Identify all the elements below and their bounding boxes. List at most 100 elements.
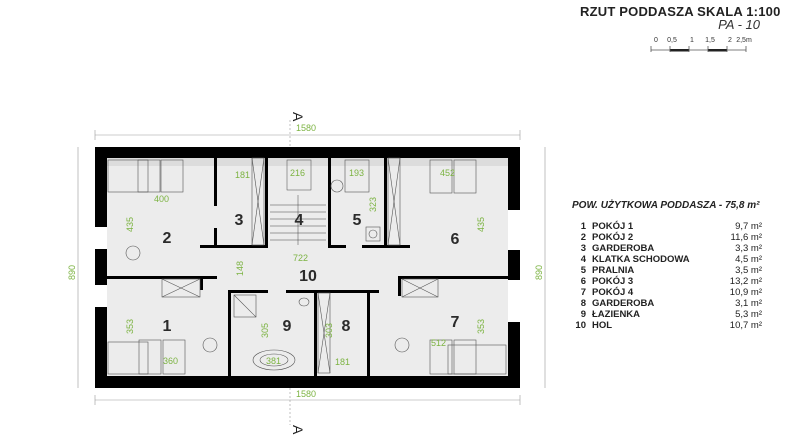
legend-room-name: POKÓJ 1 <box>592 221 634 232</box>
dimension-room6-width: 452 <box>440 168 455 178</box>
furniture <box>107 157 507 375</box>
plan-mark <box>160 159 184 193</box>
room-number-5: 5 <box>353 212 362 229</box>
legend-room-no: 6 <box>580 276 586 287</box>
legend-room-area: 4,5 m² <box>735 254 762 265</box>
plan-mark <box>125 245 141 261</box>
room-number-2: 2 <box>163 230 172 247</box>
plan-mark <box>344 159 370 193</box>
dimension-hall-depth: 148 <box>235 261 245 276</box>
dimension-bottom: 1580 <box>296 389 316 399</box>
legend-room-no: 10 <box>575 320 586 331</box>
plan-mark <box>398 276 401 296</box>
dimension-room7-depth: 353 <box>476 319 486 334</box>
plan-mark <box>429 159 453 194</box>
legend-room-area: 10,9 m² <box>729 287 762 298</box>
dimension-room1-width: 360 <box>163 356 178 366</box>
legend-room-name: POKÓJ 4 <box>592 287 634 298</box>
legend-room-no: 5 <box>580 265 586 276</box>
plan-mark <box>252 349 296 371</box>
plan-mark <box>508 210 520 250</box>
plan-mark <box>367 290 370 376</box>
scale-tick: 1,5 <box>705 37 715 44</box>
plan-mark <box>508 280 520 322</box>
plan-mark <box>401 278 439 298</box>
dimension-room8-width: 181 <box>335 357 350 367</box>
legend-room-no: 1 <box>580 221 586 232</box>
plan-mark <box>286 290 368 293</box>
room-number-6: 6 <box>451 231 460 248</box>
section-mark-top: A <box>290 112 306 122</box>
plan-mark <box>400 276 508 279</box>
plan-mark <box>708 49 727 52</box>
sheet-number: PA - 10 <box>718 17 760 32</box>
plan-mark <box>228 290 268 293</box>
plan-title: RZUT PODDASZA SKALA 1:100 <box>580 4 781 19</box>
plan-mark <box>387 157 401 246</box>
plan-mark <box>401 278 439 298</box>
room-number-4: 4 <box>295 212 304 229</box>
legend-room-area: 3,3 m² <box>735 243 762 254</box>
room-number-1: 1 <box>163 318 172 335</box>
plan-mark <box>429 339 453 375</box>
plan-mark <box>162 339 186 375</box>
scale-tick: 0,5 <box>667 37 677 44</box>
dimension-left: 890 <box>67 265 77 280</box>
legend-row: 4 KLATKA SCHODOWA 4,5 m² <box>572 254 762 265</box>
plan-mark <box>214 228 217 248</box>
legend-room-name: GARDEROBA <box>592 243 655 254</box>
legend-room-no: 4 <box>580 254 586 265</box>
legend-room-area: 5,3 m² <box>735 309 762 320</box>
plan-mark <box>251 157 265 246</box>
dimension-room1-depth: 353 <box>125 319 135 334</box>
dimension-room5-width: 193 <box>349 168 364 178</box>
scale-tick: 2 <box>728 37 732 44</box>
plan-mark <box>362 245 410 248</box>
outer-dimension-lines <box>77 120 546 425</box>
plan-mark <box>328 245 346 248</box>
legend-room-area: 3,1 m² <box>735 298 762 309</box>
room-number-10: 10 <box>299 268 317 285</box>
plan-mark <box>107 158 508 166</box>
scale-tick: 1 <box>690 37 694 44</box>
room-number-8: 8 <box>342 318 351 335</box>
plan-mark <box>286 159 312 191</box>
room-number-9: 9 <box>283 318 292 335</box>
plan-mark <box>317 292 331 374</box>
legend-title: POW. UŻYTKOWA PODDASZA - 75,8 m² <box>572 200 760 211</box>
plan-mark <box>298 297 310 307</box>
plan-mark <box>95 227 107 249</box>
plan-mark <box>200 245 268 248</box>
legend-room-name: ŁAZIENKA <box>592 309 641 320</box>
plan-mark <box>650 46 747 52</box>
legend-room-name: HOL <box>592 320 613 331</box>
plan-mark <box>233 294 257 318</box>
plan-mark <box>228 291 231 376</box>
scale-tick: 2,5m <box>736 37 752 44</box>
plan-mark <box>314 291 317 376</box>
scale-bar: 0 0,5 1 1,5 2 2,5m <box>650 37 752 52</box>
legend-room-name: KLATKA SCHODOWA <box>592 254 690 265</box>
plan-mark <box>214 158 217 206</box>
dimension-right: 890 <box>534 265 544 280</box>
legend-room-area: 10,7 m² <box>729 320 762 331</box>
plan-mark <box>384 158 387 248</box>
plan-mark <box>95 285 107 307</box>
plan-mark <box>265 158 268 248</box>
plan-mark <box>202 337 218 353</box>
dimension-room4-width: 216 <box>290 168 305 178</box>
plan-mark <box>387 157 401 246</box>
dimension-room7-width: 512 <box>431 338 446 348</box>
plan-mark <box>233 294 257 318</box>
legend-room-no: 8 <box>580 298 586 309</box>
dimension-room2-depth: 435 <box>125 217 135 232</box>
plan-mark <box>368 229 378 239</box>
